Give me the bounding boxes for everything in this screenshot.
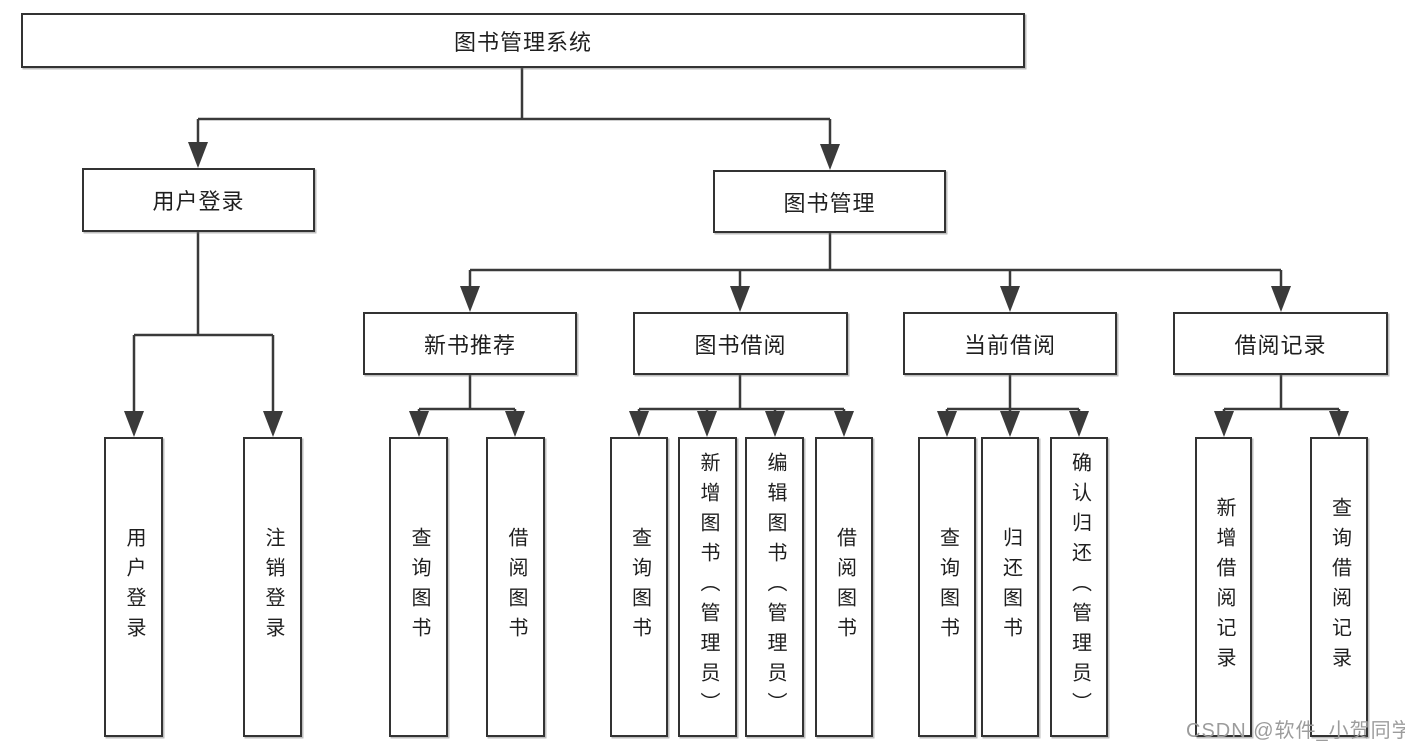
leaf-borrow-books: 借阅图书 [486, 437, 545, 737]
leaf-label: 借阅图书 [833, 527, 856, 647]
leaf-label: 新增图书（管理员） [697, 452, 719, 722]
node-user-login: 用户登录 [82, 168, 315, 232]
leaf-label: 归还图书 [999, 527, 1022, 647]
leaf-edit-books-admin: 编辑图书（管理员） [745, 437, 804, 737]
leaf-label: 查询图书 [628, 527, 651, 647]
leaf-user-login: 用户登录 [104, 437, 163, 737]
leaf-borrow-books: 借阅图书 [815, 437, 873, 737]
leaf-label: 编辑图书（管理员） [764, 452, 786, 722]
leaf-add-borrow-record: 新增借阅记录 [1195, 437, 1252, 737]
leaf-label: 查询借阅记录 [1328, 497, 1351, 677]
node-label: 当前借阅 [963, 332, 1056, 358]
node-label: 用户登录 [152, 189, 245, 214]
leaf-logout: 注销登录 [243, 437, 302, 737]
node-label: 借阅记录 [1234, 332, 1327, 358]
leaf-label: 确认归还（管理员） [1068, 452, 1091, 722]
leaf-confirm-return-admin: 确认归还（管理员） [1050, 437, 1108, 737]
node-label: 图书管理 [783, 190, 876, 216]
leaf-label: 注销登录 [262, 527, 284, 647]
node-library-management-system: 图书管理系统 [21, 13, 1025, 68]
leaf-query-books: 查询图书 [918, 437, 976, 737]
node-new-book-recommend: 新书推荐 [363, 312, 577, 375]
leaf-query-borrow-record: 查询借阅记录 [1310, 437, 1368, 737]
csdn-watermark: CSDN @软件_小贺同学 [1186, 720, 1405, 742]
leaf-label: 新增借阅记录 [1213, 497, 1235, 677]
arrowheads [124, 142, 1349, 437]
node-label: 新书推荐 [423, 332, 516, 358]
node-current-borrowing: 当前借阅 [903, 312, 1117, 375]
node-label: 图书管理系统 [453, 29, 592, 55]
leaf-return-books: 归还图书 [981, 437, 1039, 737]
leaf-query-books: 查询图书 [610, 437, 668, 737]
leaf-query-books: 查询图书 [389, 437, 448, 737]
leaf-label: 查询图书 [408, 527, 430, 647]
leaf-add-books-admin: 新增图书（管理员） [678, 437, 737, 737]
node-book-borrowing: 图书借阅 [633, 312, 848, 375]
node-borrowing-records: 借阅记录 [1173, 312, 1388, 375]
node-label: 图书借阅 [694, 332, 787, 358]
leaf-label: 查询图书 [936, 527, 959, 647]
leaf-label: 借阅图书 [505, 527, 527, 647]
leaf-label: 用户登录 [123, 527, 145, 647]
node-book-management: 图书管理 [713, 170, 946, 233]
